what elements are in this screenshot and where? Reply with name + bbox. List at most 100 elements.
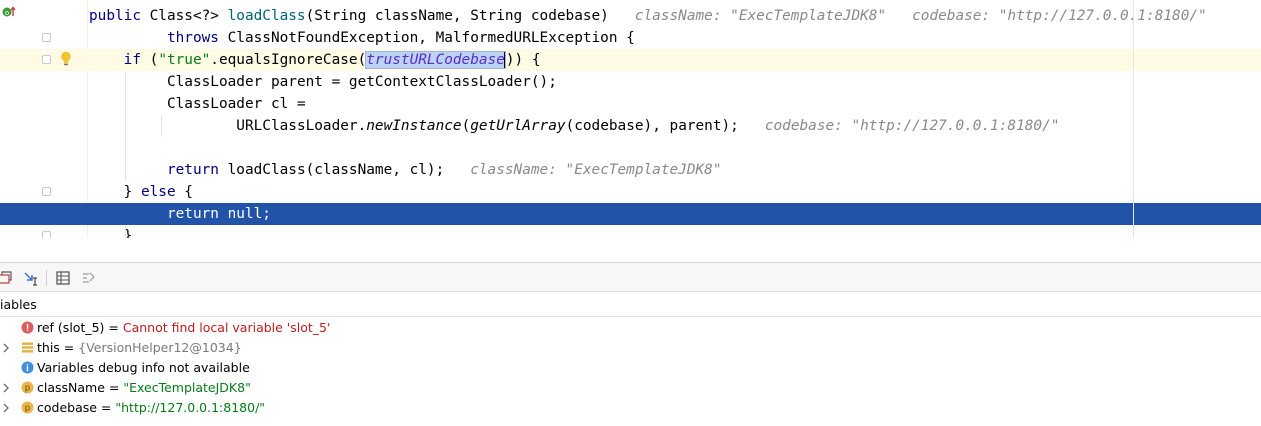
debugger-toolbar: [0, 262, 1261, 292]
code-token: ClassLoader cl =: [166, 96, 306, 112]
code-line-11[interactable]: }: [0, 225, 1261, 238]
keyword: throws: [166, 30, 219, 46]
inline-debug-value: className: "ExecTemplateJDK8": [634, 8, 887, 24]
equals-sign: =: [59, 340, 79, 355]
code-token: Class<?>: [140, 8, 228, 24]
trace-icon[interactable]: [81, 270, 97, 286]
code-token: )) {: [505, 52, 541, 68]
keyword: return: [166, 206, 219, 222]
code-token: }: [123, 228, 133, 238]
code-text: return null;: [89, 203, 271, 225]
selected-identifier[interactable]: trustURLCodebase: [365, 51, 506, 69]
indent-guide: [125, 71, 126, 181]
variable-text: codebase = "http://127.0.0.1:8180/": [37, 398, 265, 418]
code-token: ClassLoader parent = getContextClassLoad…: [166, 74, 557, 90]
gutter-separator: [87, 0, 88, 238]
code-text: if ("true".equalsIgnoreCase(trustURLCode…: [89, 49, 541, 71]
variable-value: {VersionHelper12@1034}: [78, 340, 242, 355]
code-line-5[interactable]: ClassLoader cl =: [0, 93, 1261, 115]
code-token: (codebase), parent);: [565, 118, 739, 134]
equals-sign: =: [104, 320, 123, 335]
inline-debug-value: className: "ExecTemplateJDK8": [470, 162, 722, 178]
step-cursor-icon[interactable]: [23, 270, 39, 286]
code-token: URLClassLoader.: [236, 118, 367, 134]
editor-bottom-area: [0, 238, 1261, 262]
code-text: }: [89, 225, 133, 238]
code-token: (: [461, 118, 471, 134]
object-field-icon: [22, 342, 33, 353]
inline-debug-value: codebase: "http://127.0.0.1:8180/": [912, 8, 1207, 24]
code-token: ClassNotFoundException, MalformedURLExce…: [218, 30, 635, 46]
right-margin-guide: [1133, 0, 1134, 238]
method-name: loadClass: [227, 8, 306, 24]
svg-text:p: p: [25, 404, 30, 414]
code-text: } else {: [89, 181, 193, 203]
variables-panel-title: iables: [0, 297, 37, 312]
variable-value: "http://127.0.0.1:8180/": [115, 400, 266, 415]
inline-debug-value: codebase: "http://127.0.0.1:8180/": [764, 118, 1060, 134]
variable-name: className: [37, 380, 105, 395]
code-token: (String className, String codebase): [305, 8, 609, 24]
variable-text: this = {VersionHelper12@1034}: [37, 338, 242, 358]
override-method-icon[interactable]: o: [2, 6, 16, 18]
code-token: loadClass(className, cl);: [218, 162, 445, 178]
equals-sign: =: [104, 380, 124, 395]
variable-row-ref-slot5[interactable]: ref (slot_5) = Cannot find local variabl…: [0, 318, 1261, 338]
restore-layout-icon[interactable]: [0, 270, 13, 286]
intention-bulb-icon[interactable]: [60, 51, 72, 67]
equals-sign: =: [96, 400, 116, 415]
code-text: URLClassLoader.newInstance(getUrlArray(c…: [89, 115, 1059, 137]
evaluate-table-icon[interactable]: [55, 270, 71, 286]
fold-marker[interactable]: [42, 55, 51, 64]
variable-name: codebase: [37, 400, 97, 415]
code-line-6[interactable]: URLClassLoader.newInstance(getUrlArray(c…: [0, 115, 1261, 137]
code-editor[interactable]: public Class<?> loadClass(String classNa…: [0, 0, 1261, 238]
code-text: return loadClass(className, cl); classNa…: [89, 159, 722, 181]
code-line-2[interactable]: throws ClassNotFoundException, Malformed…: [0, 27, 1261, 49]
toolbar-separator: [46, 270, 47, 286]
keyword: else: [140, 184, 176, 200]
keyword: if: [123, 52, 141, 68]
variable-row-classname[interactable]: p className = "ExecTemplateJDK8": [0, 378, 1261, 398]
code-token: {: [175, 184, 193, 200]
parameter-icon: p: [21, 381, 34, 394]
text-caret: [503, 51, 506, 69]
fold-marker[interactable]: [42, 187, 51, 196]
code-line-3-current[interactable]: if ("true".equalsIgnoreCase(trustURLCode…: [0, 49, 1261, 71]
static-method-call: newInstance: [366, 118, 462, 134]
code-token: (: [140, 52, 159, 68]
variable-row-this[interactable]: this = {VersionHelper12@1034}: [0, 338, 1261, 358]
variable-value-error: Cannot find local variable 'slot_5': [122, 320, 331, 335]
string-literal: "true": [158, 52, 211, 68]
svg-text:p: p: [25, 384, 30, 394]
variable-text: ref (slot_5) = Cannot find local variabl…: [37, 318, 330, 338]
variables-panel-header[interactable]: iables: [0, 293, 1261, 317]
method-call: getUrlArray: [470, 118, 566, 134]
fold-marker[interactable]: [42, 33, 51, 42]
keyword: null: [227, 206, 263, 222]
indent-guide: [161, 115, 162, 137]
code-line-4[interactable]: ClassLoader parent = getContextClassLoad…: [0, 71, 1261, 93]
keyword: public: [89, 8, 141, 24]
indent-guide: [125, 225, 126, 238]
code-line-8[interactable]: return loadClass(className, cl); classNa…: [0, 159, 1261, 181]
chevron-right-icon[interactable]: [1, 341, 11, 355]
variable-row-info: Variables debug info not available: [0, 358, 1261, 378]
variable-name: ref (slot_5): [37, 320, 105, 335]
code-text: ClassLoader parent = getContextClassLoad…: [89, 71, 557, 93]
code-text: throws ClassNotFoundException, Malformed…: [89, 27, 635, 49]
variable-row-codebase[interactable]: p codebase = "http://127.0.0.1:8180/": [0, 398, 1261, 418]
parameter-icon: p: [21, 401, 34, 414]
chevron-right-icon[interactable]: [1, 381, 11, 395]
fold-marker[interactable]: [42, 231, 51, 238]
code-line-9[interactable]: } else {: [0, 181, 1261, 203]
code-token: .equalsIgnoreCase(: [210, 52, 367, 68]
execution-point-line[interactable]: return null;: [0, 203, 1261, 225]
code-text: ClassLoader cl =: [89, 93, 306, 115]
info-icon: [21, 361, 34, 374]
variable-value: "ExecTemplateJDK8": [123, 380, 251, 395]
code-token: ;: [262, 206, 271, 222]
code-token: }: [123, 184, 141, 200]
chevron-right-icon[interactable]: [1, 401, 11, 415]
code-line-1[interactable]: public Class<?> loadClass(String classNa…: [0, 5, 1261, 27]
